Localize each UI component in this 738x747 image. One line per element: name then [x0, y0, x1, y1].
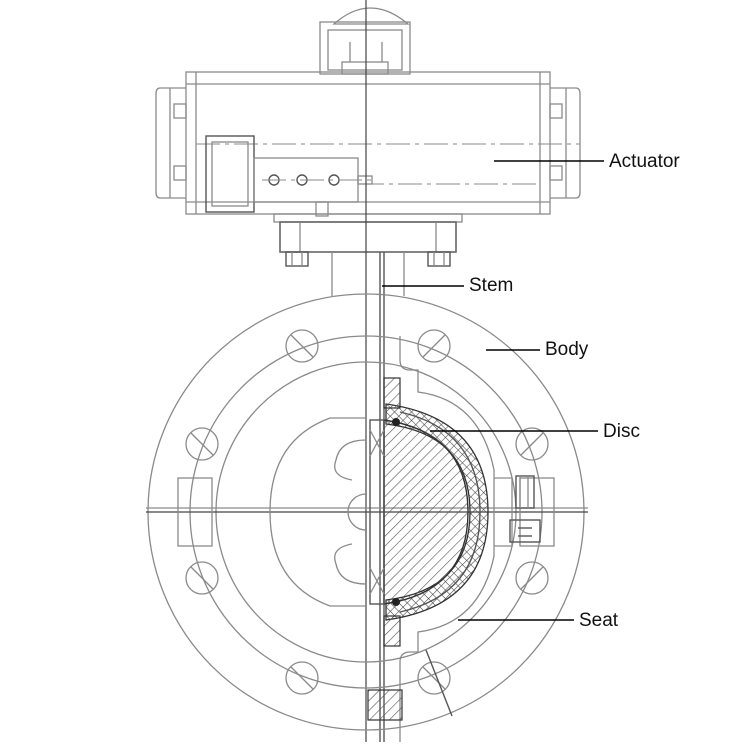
label-disc-text: Disc	[603, 421, 640, 442]
label-disc: Disc	[430, 421, 640, 442]
packing-details	[367, 377, 403, 721]
valve-body	[146, 293, 588, 742]
label-stem: Stem	[382, 275, 513, 296]
label-seat-text: Seat	[579, 610, 619, 631]
valve-disc	[369, 418, 469, 606]
label-seat: Seat	[458, 610, 619, 631]
label-actuator: Actuator	[494, 151, 680, 172]
actuator-assembly	[155, 7, 581, 267]
label-body: Body	[486, 339, 589, 360]
label-stem-text: Stem	[469, 275, 513, 296]
label-body-text: Body	[545, 339, 589, 360]
bolt-hole-group	[185, 329, 549, 695]
label-actuator-text: Actuator	[609, 151, 680, 172]
